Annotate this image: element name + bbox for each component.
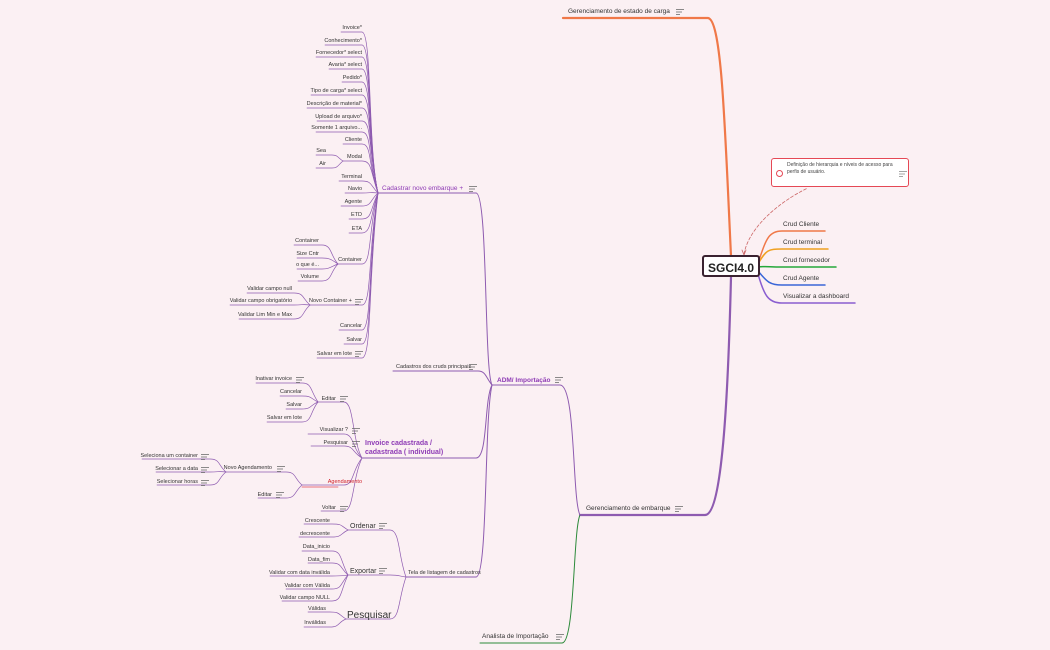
callout-note[interactable]: Definição de hierarquia e níveis de aces…: [771, 158, 909, 187]
note-icon[interactable]: [676, 9, 684, 15]
field-etd[interactable]: ETD: [351, 212, 362, 218]
listagem-pesquisar[interactable]: Pesquisar: [347, 610, 392, 621]
branch-invoice-cadastrada[interactable]: Invoice cadastrada / cadastrada ( indivi…: [365, 440, 444, 456]
field-container-group[interactable]: Container: [338, 257, 362, 263]
editar-inativar-invoice[interactable]: Inativar invoice: [255, 376, 292, 382]
branch-crud-fornecedor[interactable]: Crud fornecedor: [783, 257, 830, 264]
invoice-pesquisar[interactable]: Pesquisar: [323, 440, 348, 446]
editar-salvar[interactable]: Salvar: [286, 402, 302, 408]
container-volume[interactable]: Volume: [300, 274, 319, 280]
selecionar-horas[interactable]: Selecionar horas: [156, 479, 198, 485]
note-icon[interactable]: [469, 364, 477, 370]
action-salvar[interactable]: Salvar: [346, 337, 362, 343]
pesquisar-invalidas[interactable]: Inválidas: [304, 620, 326, 626]
action-salvar-em-lote[interactable]: Salvar em lote: [316, 351, 352, 357]
note-icon[interactable]: [469, 186, 477, 192]
central-topic[interactable]: SGCI4.0: [702, 255, 760, 277]
branch-crud-cliente[interactable]: Crud Cliente: [783, 221, 820, 228]
novo-container[interactable]: Novo Container +: [309, 298, 352, 304]
note-icon[interactable]: [555, 377, 563, 383]
branch-gerenciamento-embarque[interactable]: Gerenciamento de embarque: [586, 505, 671, 512]
ordenar-decrescente[interactable]: decrescente: [300, 531, 330, 537]
note-icon[interactable]: [899, 171, 907, 177]
agendamento-editar[interactable]: Editar: [257, 492, 272, 498]
note-icon[interactable]: [340, 396, 348, 402]
modal-sea[interactable]: Sea: [316, 148, 326, 154]
branch-tela-listagem[interactable]: Tela de listagem de cadastros: [408, 570, 481, 576]
note-icon[interactable]: [340, 506, 348, 512]
action-cancelar[interactable]: Cancelar: [339, 323, 362, 329]
branch-adm-importacao[interactable]: ADM/ Importação: [497, 377, 551, 384]
note-icon[interactable]: [277, 466, 285, 472]
note-icon[interactable]: [201, 467, 209, 473]
field-fornecedor[interactable]: Fornecedor* select: [315, 50, 362, 56]
field-tipo-de-carga[interactable]: Tipo de carga* select: [310, 88, 362, 94]
branch-analista-importacao[interactable]: Analista de Importação: [482, 633, 549, 640]
invoice-agendamento[interactable]: Agendamento: [327, 479, 362, 485]
field-invoice[interactable]: Invoice*: [342, 25, 362, 31]
field-navio[interactable]: Navio: [347, 186, 362, 192]
listagem-ordenar[interactable]: Ordenar: [350, 523, 376, 530]
note-icon[interactable]: [355, 351, 363, 357]
note-icon[interactable]: [276, 492, 284, 498]
editar-salvar-em-lote[interactable]: Salvar em lote: [266, 415, 302, 421]
container-o-que-e[interactable]: o que é...: [296, 262, 319, 268]
invoice-visualizar[interactable]: Visualizar ?: [319, 427, 348, 433]
field-descricao-material[interactable]: Descrição de material*: [306, 101, 362, 107]
field-conhecimento[interactable]: Conhecimento*: [324, 38, 362, 44]
invoice-editar[interactable]: Editar: [321, 396, 336, 402]
branch-cadastros-cruds[interactable]: Cadastros dos cruds principais: [396, 364, 472, 370]
invoice-voltar[interactable]: Voltar: [321, 505, 336, 511]
note-icon[interactable]: [352, 428, 360, 434]
field-agente[interactable]: Agente: [344, 199, 362, 205]
exportar-data-inicio[interactable]: Data_inicio: [302, 544, 330, 550]
container-size-cntr[interactable]: Size Cntr: [296, 251, 319, 257]
field-terminal[interactable]: Terminal: [341, 174, 362, 180]
note-icon[interactable]: [675, 506, 683, 512]
note-icon[interactable]: [352, 441, 360, 447]
note-icon[interactable]: [355, 299, 363, 305]
ordenar-crescente[interactable]: Crescente: [304, 518, 330, 524]
branch-crud-agente[interactable]: Crud Agente: [783, 275, 820, 282]
branch-gerenciamento-estado-carga[interactable]: Gerenciamento de estado de carga: [568, 8, 670, 15]
editar-cancelar[interactable]: Cancelar: [279, 389, 302, 395]
modal-air[interactable]: Air: [319, 161, 326, 167]
exportar-validar-data-invalida[interactable]: Validar com data inválida: [268, 570, 330, 576]
note-icon[interactable]: [296, 377, 304, 383]
branch-visualizar-dashboard[interactable]: Visualizar a dashboard: [783, 293, 850, 300]
branch-crud-terminal[interactable]: Crud terminal: [783, 239, 823, 246]
note-icon[interactable]: [201, 480, 209, 486]
validar-campo-null[interactable]: Validar campo null: [247, 286, 292, 292]
field-somente-1-arquivo[interactable]: Somente 1 arquivo...: [311, 125, 362, 131]
field-eta[interactable]: ETA: [351, 226, 362, 232]
validar-lim-min-max[interactable]: Validar Lim Min e Max: [238, 312, 292, 318]
note-icon[interactable]: [379, 523, 387, 529]
pesquisar-validas[interactable]: Válidas: [307, 606, 326, 612]
field-avaria[interactable]: Avaria* select: [328, 62, 362, 68]
exportar-data-fim[interactable]: Data_fim: [307, 557, 330, 563]
exportar-validar-null[interactable]: Validar campo NULL: [279, 595, 330, 601]
validar-campo-obrigatorio[interactable]: Validar campo obrigatório: [229, 298, 292, 304]
field-upload-arquivo[interactable]: Upload de arquivo*: [315, 114, 362, 120]
note-icon[interactable]: [556, 634, 564, 640]
field-cliente[interactable]: Cliente: [344, 137, 362, 143]
field-pedido[interactable]: Pedido*: [342, 75, 362, 81]
container-container[interactable]: Container: [295, 238, 319, 244]
listagem-exportar[interactable]: Exportar: [350, 568, 377, 575]
selecionar-data[interactable]: Selecionar a data: [155, 466, 198, 472]
field-modal[interactable]: Modal: [347, 154, 362, 160]
note-icon[interactable]: [201, 454, 209, 460]
seleciona-container[interactable]: Seleciona um container: [140, 453, 198, 459]
novo-agendamento[interactable]: Novo Agendamento: [223, 465, 272, 471]
alert-icon: [776, 170, 783, 177]
exportar-validar-valida[interactable]: Validar com Válida: [284, 583, 330, 589]
callout-text: Definição de hierarquia e níveis de aces…: [787, 162, 893, 175]
branch-cadastrar-novo-embarque[interactable]: Cadastrar novo embarque +: [382, 185, 464, 192]
note-icon[interactable]: [379, 568, 387, 574]
